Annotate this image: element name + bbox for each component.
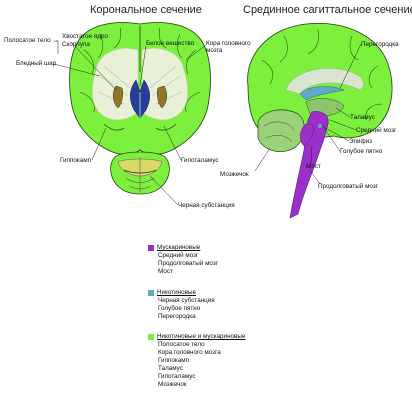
label-blednyi-shar: Бледный шар	[16, 60, 57, 67]
leader-lines	[53, 40, 362, 206]
muscarinic-swatch	[148, 245, 154, 251]
legend-item: Средний мозг	[158, 252, 199, 259]
coronal-brain-drawing	[69, 22, 211, 155]
nicotinic-swatch	[148, 290, 154, 296]
sagittal-brain-drawing	[247, 22, 393, 219]
label-talamus: Таламус	[350, 114, 375, 121]
label-most: Мост	[306, 163, 321, 170]
legend-item: Мост	[158, 268, 173, 275]
label-gippokamp: Гиппокамп	[60, 157, 92, 164]
legend-item: Таламус	[158, 365, 183, 372]
legend-group-both: Никотиновые и мускариновые Полосатое тел…	[148, 333, 245, 389]
label-kora: Кора головного мозга	[206, 40, 251, 54]
coronal-title: Корональное сечение	[90, 4, 202, 16]
legend-item: Кора головного мозга	[158, 349, 221, 356]
label-epifiz: Эпифиз	[349, 138, 373, 145]
legend-item: Мозжечок	[158, 381, 187, 388]
label-srednii-mozg: Средний мозг	[356, 127, 397, 134]
legend-group-muscarinic: Мускариновые Средний мозг Продолговатый …	[148, 244, 218, 276]
label-peregorodka: Перегородка	[361, 41, 399, 48]
legend-item: Полосатое тело	[158, 341, 205, 348]
label-chernaya-substanciya: Черная субстанция	[178, 202, 235, 209]
label-gipotalamus: Гипоталамус	[181, 157, 219, 164]
label-skorlupa: Скорлупа	[62, 41, 90, 48]
both-swatch	[148, 334, 154, 340]
label-hvostatoe-yadro: Хвостатое ядро	[62, 33, 108, 40]
legend-group-nicotinic: Никотиновые Черная субстанция Голубое пя…	[148, 289, 215, 321]
legend-title: Никотиновые	[157, 289, 197, 296]
label-prodolgovatyi-mozg: Продолговатый мозг	[318, 183, 379, 190]
legend-item: Голубое пятно	[158, 305, 201, 312]
legend-title: Никотиновые и мускариновые	[157, 333, 246, 340]
sagittal-title: Срединное сагиттальное сечение	[243, 4, 412, 16]
midbrain-section-drawing	[110, 151, 170, 195]
legend-item: Перегородка	[158, 313, 196, 320]
legend-item: Черная субстанция	[158, 297, 215, 304]
legend-item: Гиппокамп	[158, 357, 190, 364]
label-goluboe-pyatno: Голубое пятно	[340, 148, 383, 155]
label-mozzhechok: Мозжечок	[220, 171, 249, 178]
legend-title: Мускариновые	[157, 244, 201, 251]
label-polosatoe-telo: Полосатое тело	[4, 37, 51, 44]
legend-item: Гипоталамус	[158, 373, 196, 380]
legend-item: Продолговатый мозг	[158, 260, 219, 267]
label-beloe-veschestvo: Белое вещество	[146, 40, 195, 47]
